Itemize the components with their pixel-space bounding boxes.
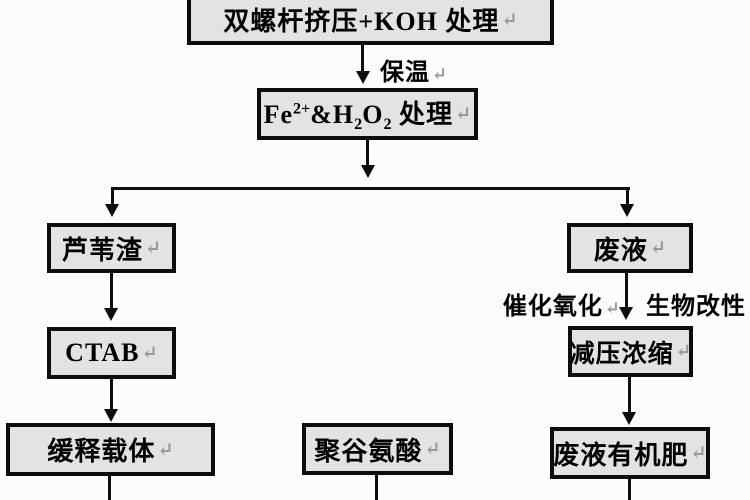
edge-label-text: 催化氧化	[502, 294, 603, 320]
edge-label-biological-modification: 生物改性↵	[646, 286, 750, 321]
arrow-line-fenton-branch	[366, 140, 369, 167]
node-waste-liquid: 废液↵	[567, 223, 693, 273]
node-vacuum-concentration: 减压浓缩↵	[568, 326, 693, 377]
return-mark: ↵	[675, 341, 692, 362]
amp-h-text: &H	[310, 99, 355, 129]
return-mark: ↵	[649, 238, 667, 259]
arrow-line-ctab-carrier	[110, 379, 113, 411]
node-label: 聚谷氨酸	[314, 436, 423, 466]
branch-stub-left	[111, 187, 114, 206]
node-waste-organic-fertilizer: 废液有机肥↵	[550, 427, 710, 479]
arrowhead-fenton-branch	[361, 165, 375, 178]
return-mark: ↵	[432, 64, 448, 84]
node-label: Fe2+&H2O2 处理	[264, 94, 453, 134]
return-mark: ↵	[690, 443, 707, 464]
arrowhead-reed-ctab	[104, 308, 118, 321]
return-mark: ↵	[501, 9, 518, 31]
return-mark: ↵	[141, 343, 158, 364]
arrowhead-waste-vacuum	[619, 307, 633, 320]
node-slow-release-carrier: 缓释载体↵	[6, 423, 215, 476]
node-label: 减压浓缩	[569, 340, 674, 368]
o-subscript: 2	[383, 116, 392, 134]
treatment-suffix: 处理	[391, 99, 454, 129]
arrowhead-insulation	[356, 71, 370, 84]
node-label: 缓释载体	[47, 437, 156, 466]
line-fertilizer-continues	[628, 479, 631, 500]
arrow-line-waste-vacuum	[625, 273, 628, 309]
fe-superscript: 2+	[293, 100, 311, 118]
node-ctab: CTAB↵	[47, 327, 176, 379]
branch-horizontal-line	[111, 187, 630, 190]
edge-label-text: 生物改性	[646, 294, 746, 320]
node-fenton-treatment: Fe2+&H2O2 处理↵	[257, 88, 478, 140]
node-label: 芦苇渣	[61, 235, 143, 265]
h-subscript: 2	[354, 116, 363, 134]
arrowhead-branch-right	[620, 204, 634, 217]
return-mark: ↵	[748, 298, 750, 318]
node-label: CTAB	[65, 338, 140, 367]
node-polyglutamic-acid: 聚谷氨酸↵	[302, 423, 453, 475]
return-mark: ↵	[157, 439, 174, 461]
edge-label-text: 保温	[380, 60, 430, 86]
return-mark: ↵	[604, 298, 620, 318]
edge-label-insulation: 保温↵	[380, 52, 447, 87]
edge-label-catalytic-oxidation: 催化氧化↵	[500, 286, 620, 321]
arrowhead-branch-left	[105, 204, 119, 217]
node-label: 废液	[593, 235, 648, 265]
arrow-line-insulation	[361, 45, 364, 73]
arrowhead-vacuum-fertilizer	[622, 412, 636, 425]
return-mark: ↵	[144, 238, 162, 259]
node-reed-residue: 芦苇渣↵	[47, 223, 176, 273]
node-label: 双螺杆挤压+KOH 处理	[223, 7, 500, 36]
line-carrier-continues	[108, 476, 111, 500]
fe-text: Fe	[263, 99, 294, 129]
branch-stub-right	[626, 187, 629, 206]
arrow-line-vacuum-fertilizer	[628, 377, 631, 414]
arrow-line-reed-ctab	[110, 273, 113, 310]
node-label: 废液有机肥	[553, 440, 689, 470]
o-text: O	[362, 99, 384, 129]
return-mark: ↵	[455, 104, 472, 125]
node-twin-screw-koh-treatment: 双螺杆挤压+KOH 处理↵	[187, 0, 554, 45]
arrowhead-ctab-carrier	[104, 409, 118, 422]
return-mark: ↵	[424, 439, 441, 460]
line-polyglutamic-continues	[375, 475, 378, 500]
